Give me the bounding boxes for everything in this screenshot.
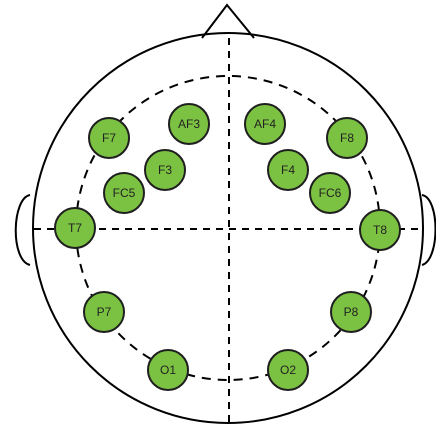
electrode-f8: F8 — [327, 118, 367, 158]
electrode-label: FC6 — [319, 186, 342, 200]
electrode-t7: T7 — [55, 208, 95, 248]
electrode-label: O2 — [280, 363, 296, 377]
electrode-label: T8 — [373, 223, 387, 237]
electrode-label: FC5 — [113, 186, 136, 200]
electrode-f3: F3 — [145, 150, 185, 190]
electrode-label: AF4 — [254, 117, 276, 131]
electrode-label: O1 — [160, 363, 176, 377]
electrode-label: F3 — [158, 163, 172, 177]
left-ear — [16, 195, 30, 265]
electrode-fc6: FC6 — [310, 173, 350, 213]
electrode-label: P8 — [344, 305, 359, 319]
electrode-label: F4 — [281, 163, 295, 177]
electrode-p8: P8 — [331, 292, 371, 332]
electrode-label: P7 — [97, 305, 112, 319]
electrode-af4: AF4 — [245, 104, 285, 144]
electrode-label: F8 — [340, 131, 354, 145]
electrode-label: F7 — [102, 131, 116, 145]
electrode-o2: O2 — [268, 350, 308, 390]
electrode-label: AF3 — [178, 117, 200, 131]
right-ear — [422, 195, 436, 265]
electrode-af3: AF3 — [169, 104, 209, 144]
electrode-o1: O1 — [148, 350, 188, 390]
electrode-f4: F4 — [268, 150, 308, 190]
electrode-p7: P7 — [84, 292, 124, 332]
electrode-fc5: FC5 — [104, 173, 144, 213]
electrode-t8: T8 — [360, 210, 400, 250]
electrode-label: T7 — [68, 221, 82, 235]
electrode-f7: F7 — [89, 118, 129, 158]
